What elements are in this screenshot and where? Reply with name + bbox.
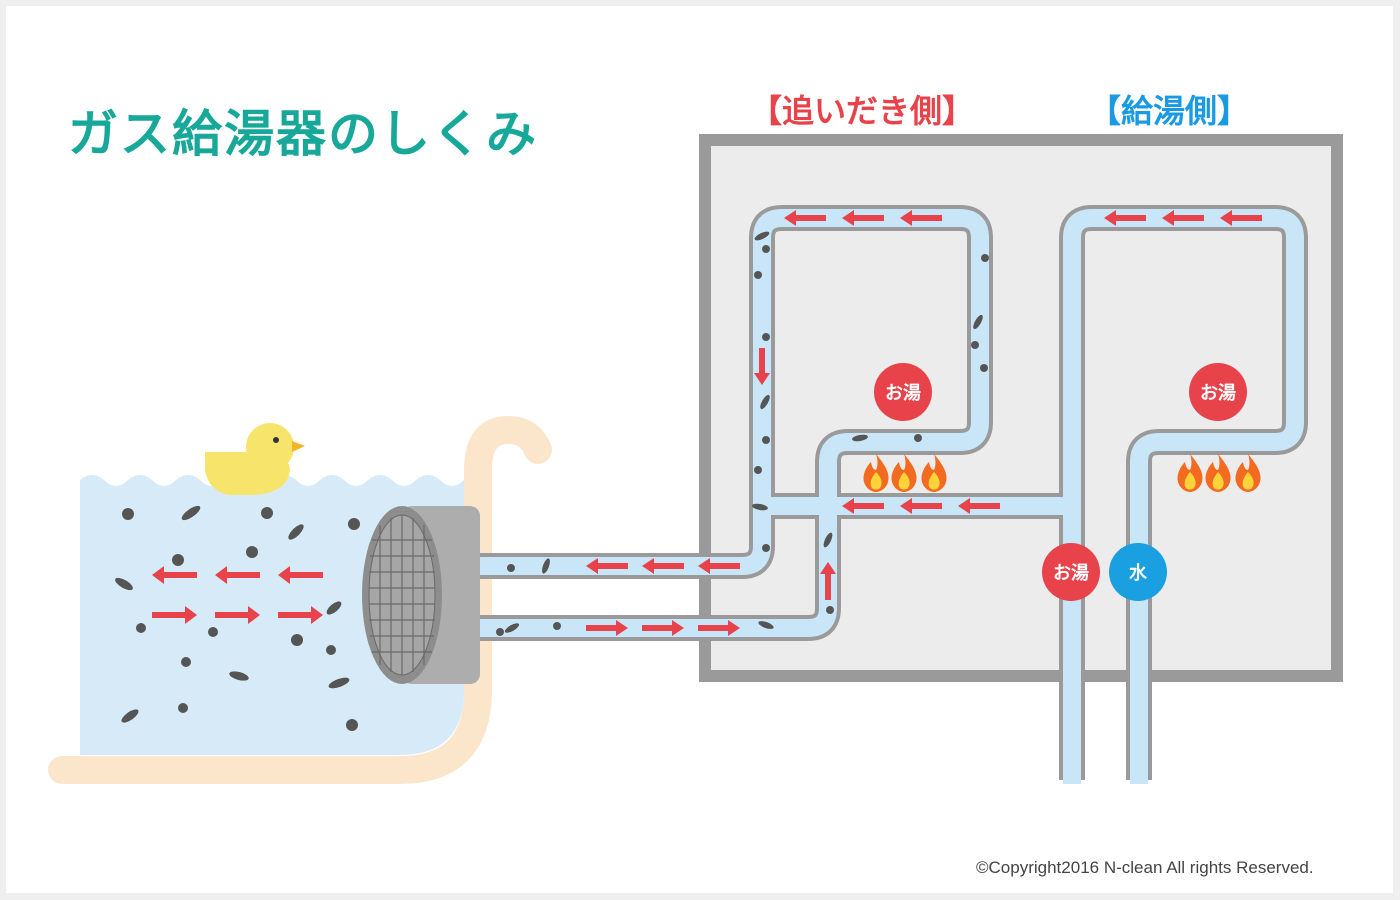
svg-text:水: 水 — [1129, 562, 1148, 584]
hot-water-badge-oidaki: お湯 — [874, 363, 932, 421]
flame-icon — [1177, 454, 1261, 492]
svg-text:お湯: お湯 — [885, 383, 921, 404]
hot-water-outlet-badge: お湯 — [1042, 543, 1100, 601]
water-inlet-badge: 水 — [1109, 543, 1167, 601]
duck-icon — [205, 423, 305, 495]
flame-icon — [863, 454, 947, 492]
diagram-card: お湯 お湯 お湯 水 ガス給湯器のしくみ 【追いだき側】 【給湯側】 ©Copy… — [6, 6, 1393, 893]
oidaki-side-label: 【追いだき側】 — [750, 92, 975, 130]
bath-water — [80, 475, 464, 755]
gas-water-heater-diagram: お湯 お湯 お湯 水 — [48, 134, 1343, 784]
copyright-notice: ©Copyright2016 N-clean All rights Reserv… — [976, 858, 1314, 877]
pipe-debris — [496, 231, 989, 636]
svg-text:お湯: お湯 — [1053, 563, 1089, 584]
filter-icon — [362, 506, 480, 684]
bathtub-frame — [48, 416, 552, 784]
svg-text:お湯: お湯 — [1200, 383, 1236, 404]
pipe-flow-arrows — [586, 210, 1262, 636]
bath-flow-arrows — [152, 566, 323, 624]
page-title: ガス給湯器のしくみ — [68, 105, 538, 163]
bath-debris — [115, 505, 360, 731]
kyuto-side-label: 【給湯側】 — [1089, 92, 1250, 130]
hot-water-badge-kyuto: お湯 — [1189, 363, 1247, 421]
